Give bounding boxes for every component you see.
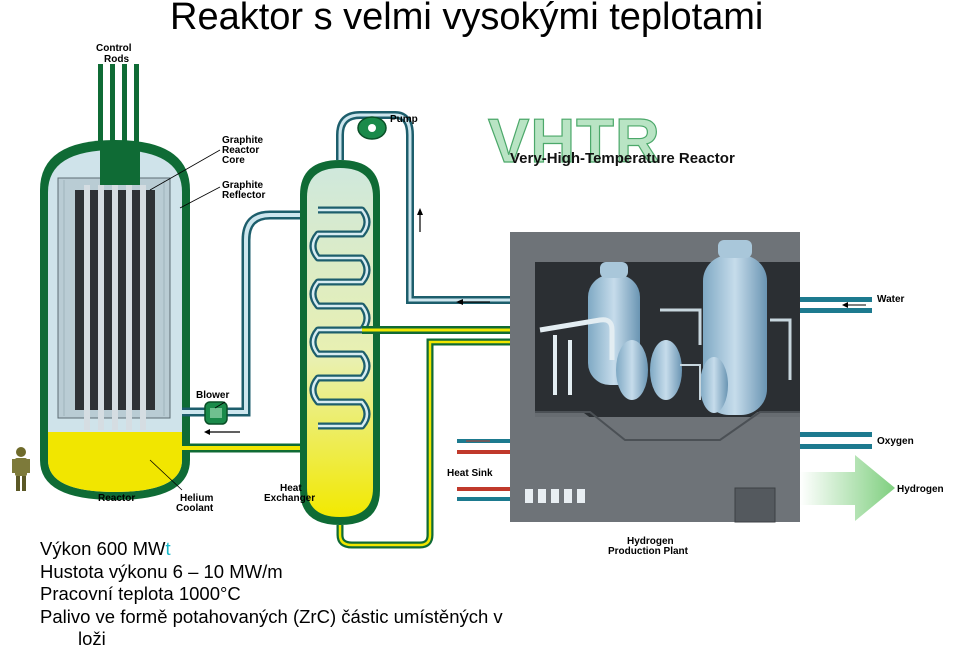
svg-text:Production Plant: Production Plant (608, 546, 689, 557)
flow-arrow-left (456, 299, 490, 305)
vhtr-logo: VHTR Very-High-Temperature Reactor (487, 106, 735, 176)
bullet-power: Výkon 600 MWt (40, 538, 171, 559)
svg-text:Hydrogen: Hydrogen (897, 484, 944, 495)
heat-sink-pipes (457, 439, 510, 501)
svg-text:Helium: Helium (180, 493, 213, 504)
diagram-labels: Control Rods Graphite Reactor Core Graph… (96, 43, 944, 557)
svg-text:Oxygen: Oxygen (877, 436, 914, 447)
svg-text:Reflector: Reflector (222, 190, 265, 201)
bullet-fuel: Palivo ve formě potahovaných (ZrC) části… (40, 605, 503, 627)
control-rods (98, 64, 139, 184)
reactor-vessel (40, 140, 190, 500)
svg-text:Reactor: Reactor (98, 493, 135, 504)
heat-exchanger (300, 160, 380, 525)
svg-text:Coolant: Coolant (176, 503, 214, 514)
hydrogen-plant (510, 232, 800, 523)
blower-icon (204, 401, 228, 425)
pump-icon (357, 116, 387, 140)
svg-text:Rods: Rods (104, 54, 129, 65)
svg-text:Heat: Heat (280, 483, 302, 494)
svg-text:Hydrogen: Hydrogen (627, 536, 674, 547)
cold-pipe (182, 210, 312, 417)
bullet-power-density: Hustota výkonu 6 – 10 MW/m (40, 560, 283, 582)
svg-text:Water: Water (877, 294, 905, 305)
svg-text:Very-High-Temperature Reactor: Very-High-Temperature Reactor (510, 150, 735, 167)
bullet-list: Výkon 600 MWt Hustota výkonu 6 – 10 MW/m… (40, 538, 503, 651)
svg-text:Heat Sink: Heat Sink (447, 468, 493, 479)
svg-text:Control: Control (96, 43, 132, 54)
svg-text:Core: Core (222, 155, 245, 166)
water-pipe (800, 297, 872, 313)
flow-arrow-up (417, 208, 423, 232)
svg-text:Exchanger: Exchanger (264, 493, 315, 504)
hydrogen-arrow (800, 455, 895, 521)
svg-text:VHTR: VHTR (488, 107, 661, 176)
bullet-temperature: Pracovní teplota 1000°C (40, 583, 241, 604)
page-title: Reaktor s velmi vysokými teplotami (170, 0, 764, 38)
secondary-loop (336, 111, 512, 549)
person-icon (12, 447, 30, 491)
oxygen-pipe (800, 432, 872, 449)
svg-text:Reactor: Reactor (222, 145, 259, 156)
bullet-fuel-cont: loži (78, 628, 106, 649)
svg-text:Graphite: Graphite (222, 180, 264, 191)
svg-text:Pump: Pump (390, 114, 418, 125)
leader-lines (149, 149, 226, 491)
svg-text:Graphite: Graphite (222, 135, 264, 146)
reactor-inner-channels (63, 180, 165, 416)
svg-text:Blower: Blower (196, 390, 229, 401)
